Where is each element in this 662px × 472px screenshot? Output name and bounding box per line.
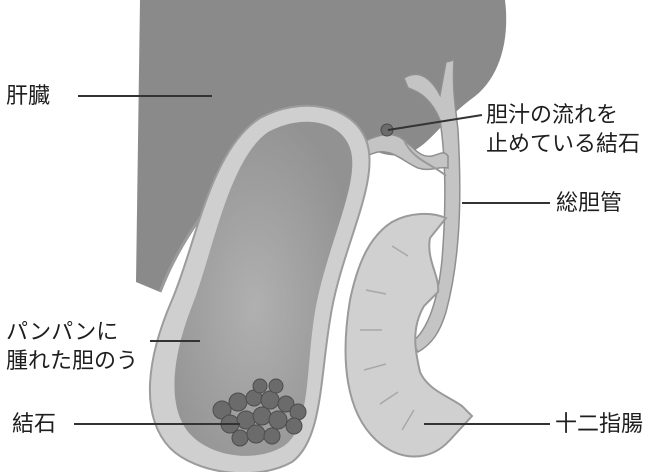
label-blocking-stone-line2: 止めている結石 xyxy=(486,130,640,159)
label-duodenum: 十二指腸 xyxy=(555,410,643,439)
label-blocking-stone-line1: 胆汁の流れを xyxy=(486,101,640,130)
label-swollen-gallbladder-line1: パンパンに xyxy=(6,318,138,347)
label-common-bile-duct: 総胆管 xyxy=(556,189,622,218)
label-gallstones: 結石 xyxy=(12,410,56,439)
label-blocking-stone: 胆汁の流れを 止めている結石 xyxy=(486,101,640,159)
label-liver: 肝臓 xyxy=(6,82,50,111)
label-swollen-gallbladder: パンパンに 腫れた胆のう xyxy=(6,318,138,376)
label-swollen-gallbladder-line2: 腫れた胆のう xyxy=(6,347,138,376)
